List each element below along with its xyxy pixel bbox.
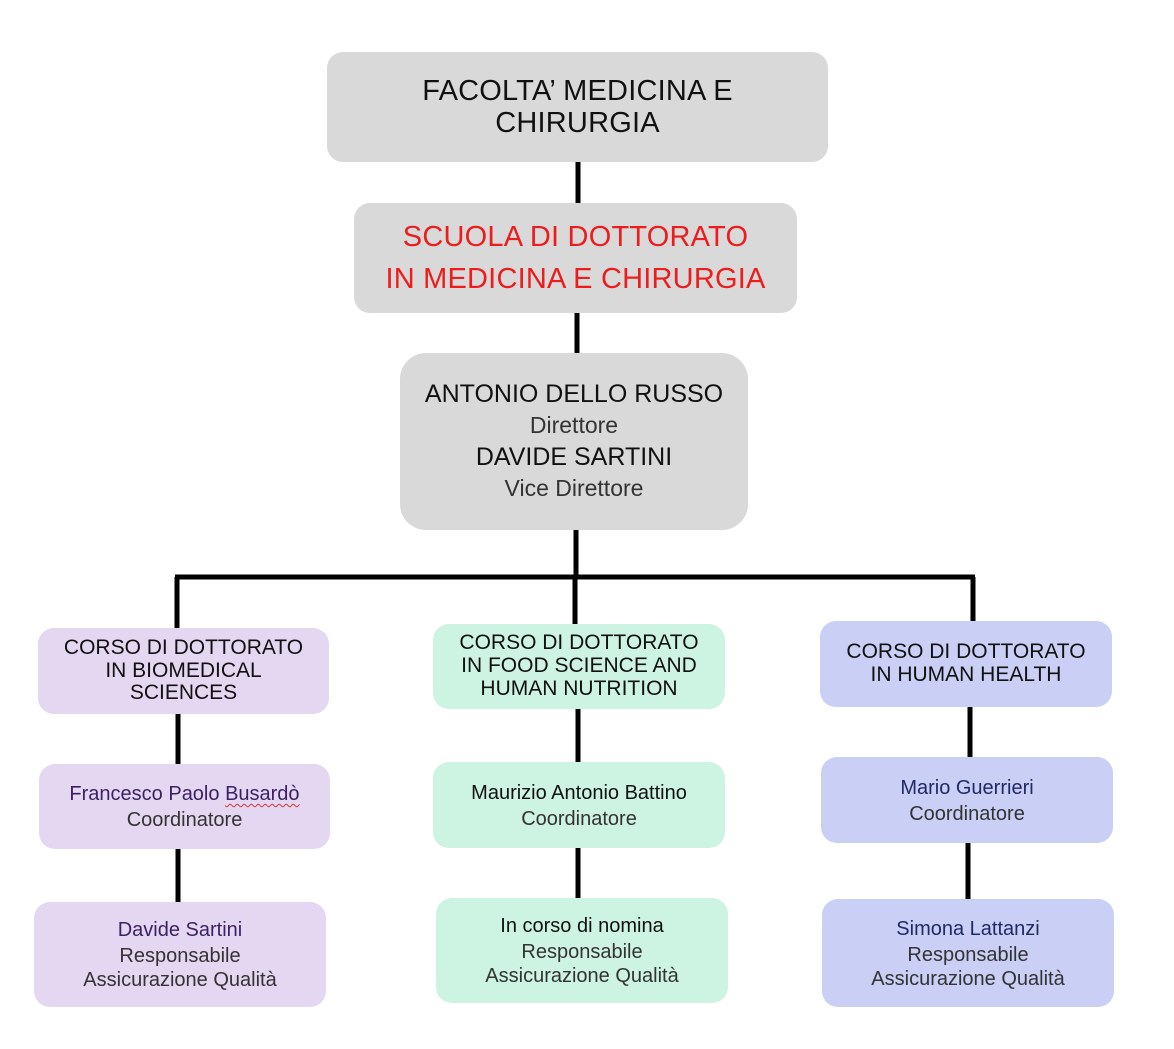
- coordinator-name: Maurizio Antonio Battino: [471, 781, 687, 804]
- course-title-line: CORSO DI DOTTORATO: [63, 635, 304, 659]
- course-biomedical-box: CORSO DI DOTTORATO IN BIOMEDICAL SCIENCE…: [38, 628, 329, 714]
- faculty-title-line1: FACOLTA’ MEDICINA E: [422, 74, 733, 107]
- faculty-box: FACOLTA’ MEDICINA E CHIRURGIA: [327, 52, 828, 162]
- course-title-line: IN FOOD SCIENCE AND: [461, 654, 697, 678]
- qa-human-health-box: Simona Lattanzi Responsabile Assicurazio…: [822, 899, 1114, 1007]
- course-human-health-box: CORSO DI DOTTORATO IN HUMAN HEALTH: [820, 621, 1112, 707]
- qa-role-line1: Responsabile: [907, 943, 1029, 966]
- faculty-title-line2: CHIRURGIA: [495, 107, 660, 139]
- coordinator-role: Coordinatore: [521, 807, 637, 830]
- course-food-science-box: CORSO DI DOTTORATO IN FOOD SCIENCE AND H…: [433, 624, 725, 709]
- coordinator-name: Francesco Paolo Busardò: [69, 781, 299, 808]
- coordinator-biomedical-box: Francesco Paolo Busardò Coordinatore: [39, 764, 330, 849]
- director-role: Direttore: [529, 412, 619, 439]
- course-title-line: IN HUMAN HEALTH: [870, 663, 1062, 686]
- coordinator-role: Coordinatore: [126, 809, 243, 831]
- course-title-line: SCIENCES: [129, 681, 238, 705]
- direction-box: ANTONIO DELLO RUSSO Direttore DAVIDE SAR…: [400, 353, 748, 530]
- qa-name: In corso di nomina: [500, 915, 664, 937]
- vice-director-role: Vice Direttore: [504, 474, 644, 501]
- coordinator-first-name: Francesco Paolo: [69, 783, 226, 805]
- coordinator-role: Coordinatore: [909, 802, 1025, 825]
- course-title-line: HUMAN NUTRITION: [480, 676, 678, 700]
- qa-role-line2: Assicurazione Qualità: [871, 967, 1065, 990]
- coordinator-food-science-box: Maurizio Antonio Battino Coordinatore: [433, 762, 725, 848]
- coordinator-name: Mario Guerrieri: [900, 776, 1034, 799]
- course-title-line: CORSO DI DOTTORATO: [846, 640, 1086, 664]
- course-title-line: IN BIOMEDICAL: [105, 658, 262, 682]
- school-title-line1: SCUOLA DI DOTTORATO: [402, 220, 749, 253]
- vice-director-name: DAVIDE SARTINI: [475, 442, 673, 471]
- qa-role-line1: Responsabile: [521, 941, 643, 963]
- qa-biomedical-box: Davide Sartini Responsabile Assicurazion…: [34, 902, 326, 1007]
- director-name: ANTONIO DELLO RUSSO: [424, 380, 724, 409]
- qa-role-line2: Assicurazione Qualità: [485, 965, 679, 987]
- course-title-line: CORSO DI DOTTORATO: [459, 631, 699, 655]
- qa-name: Davide Sartini: [117, 919, 243, 941]
- qa-name: Simona Lattanzi: [896, 917, 1040, 940]
- qa-food-science-box: In corso di nomina Responsabile Assicura…: [436, 898, 728, 1003]
- coordinator-human-health-box: Mario Guerrieri Coordinatore: [821, 757, 1113, 843]
- qa-role-line2: Assicurazione Qualità: [83, 969, 277, 991]
- coordinator-last-name: Busardò: [225, 783, 300, 805]
- qa-role-line1: Responsabile: [119, 945, 241, 967]
- school-box: SCUOLA DI DOTTORATO IN MEDICINA E CHIRUR…: [354, 203, 797, 313]
- school-title-line2: IN MEDICINA E CHIRURGIA: [385, 263, 766, 295]
